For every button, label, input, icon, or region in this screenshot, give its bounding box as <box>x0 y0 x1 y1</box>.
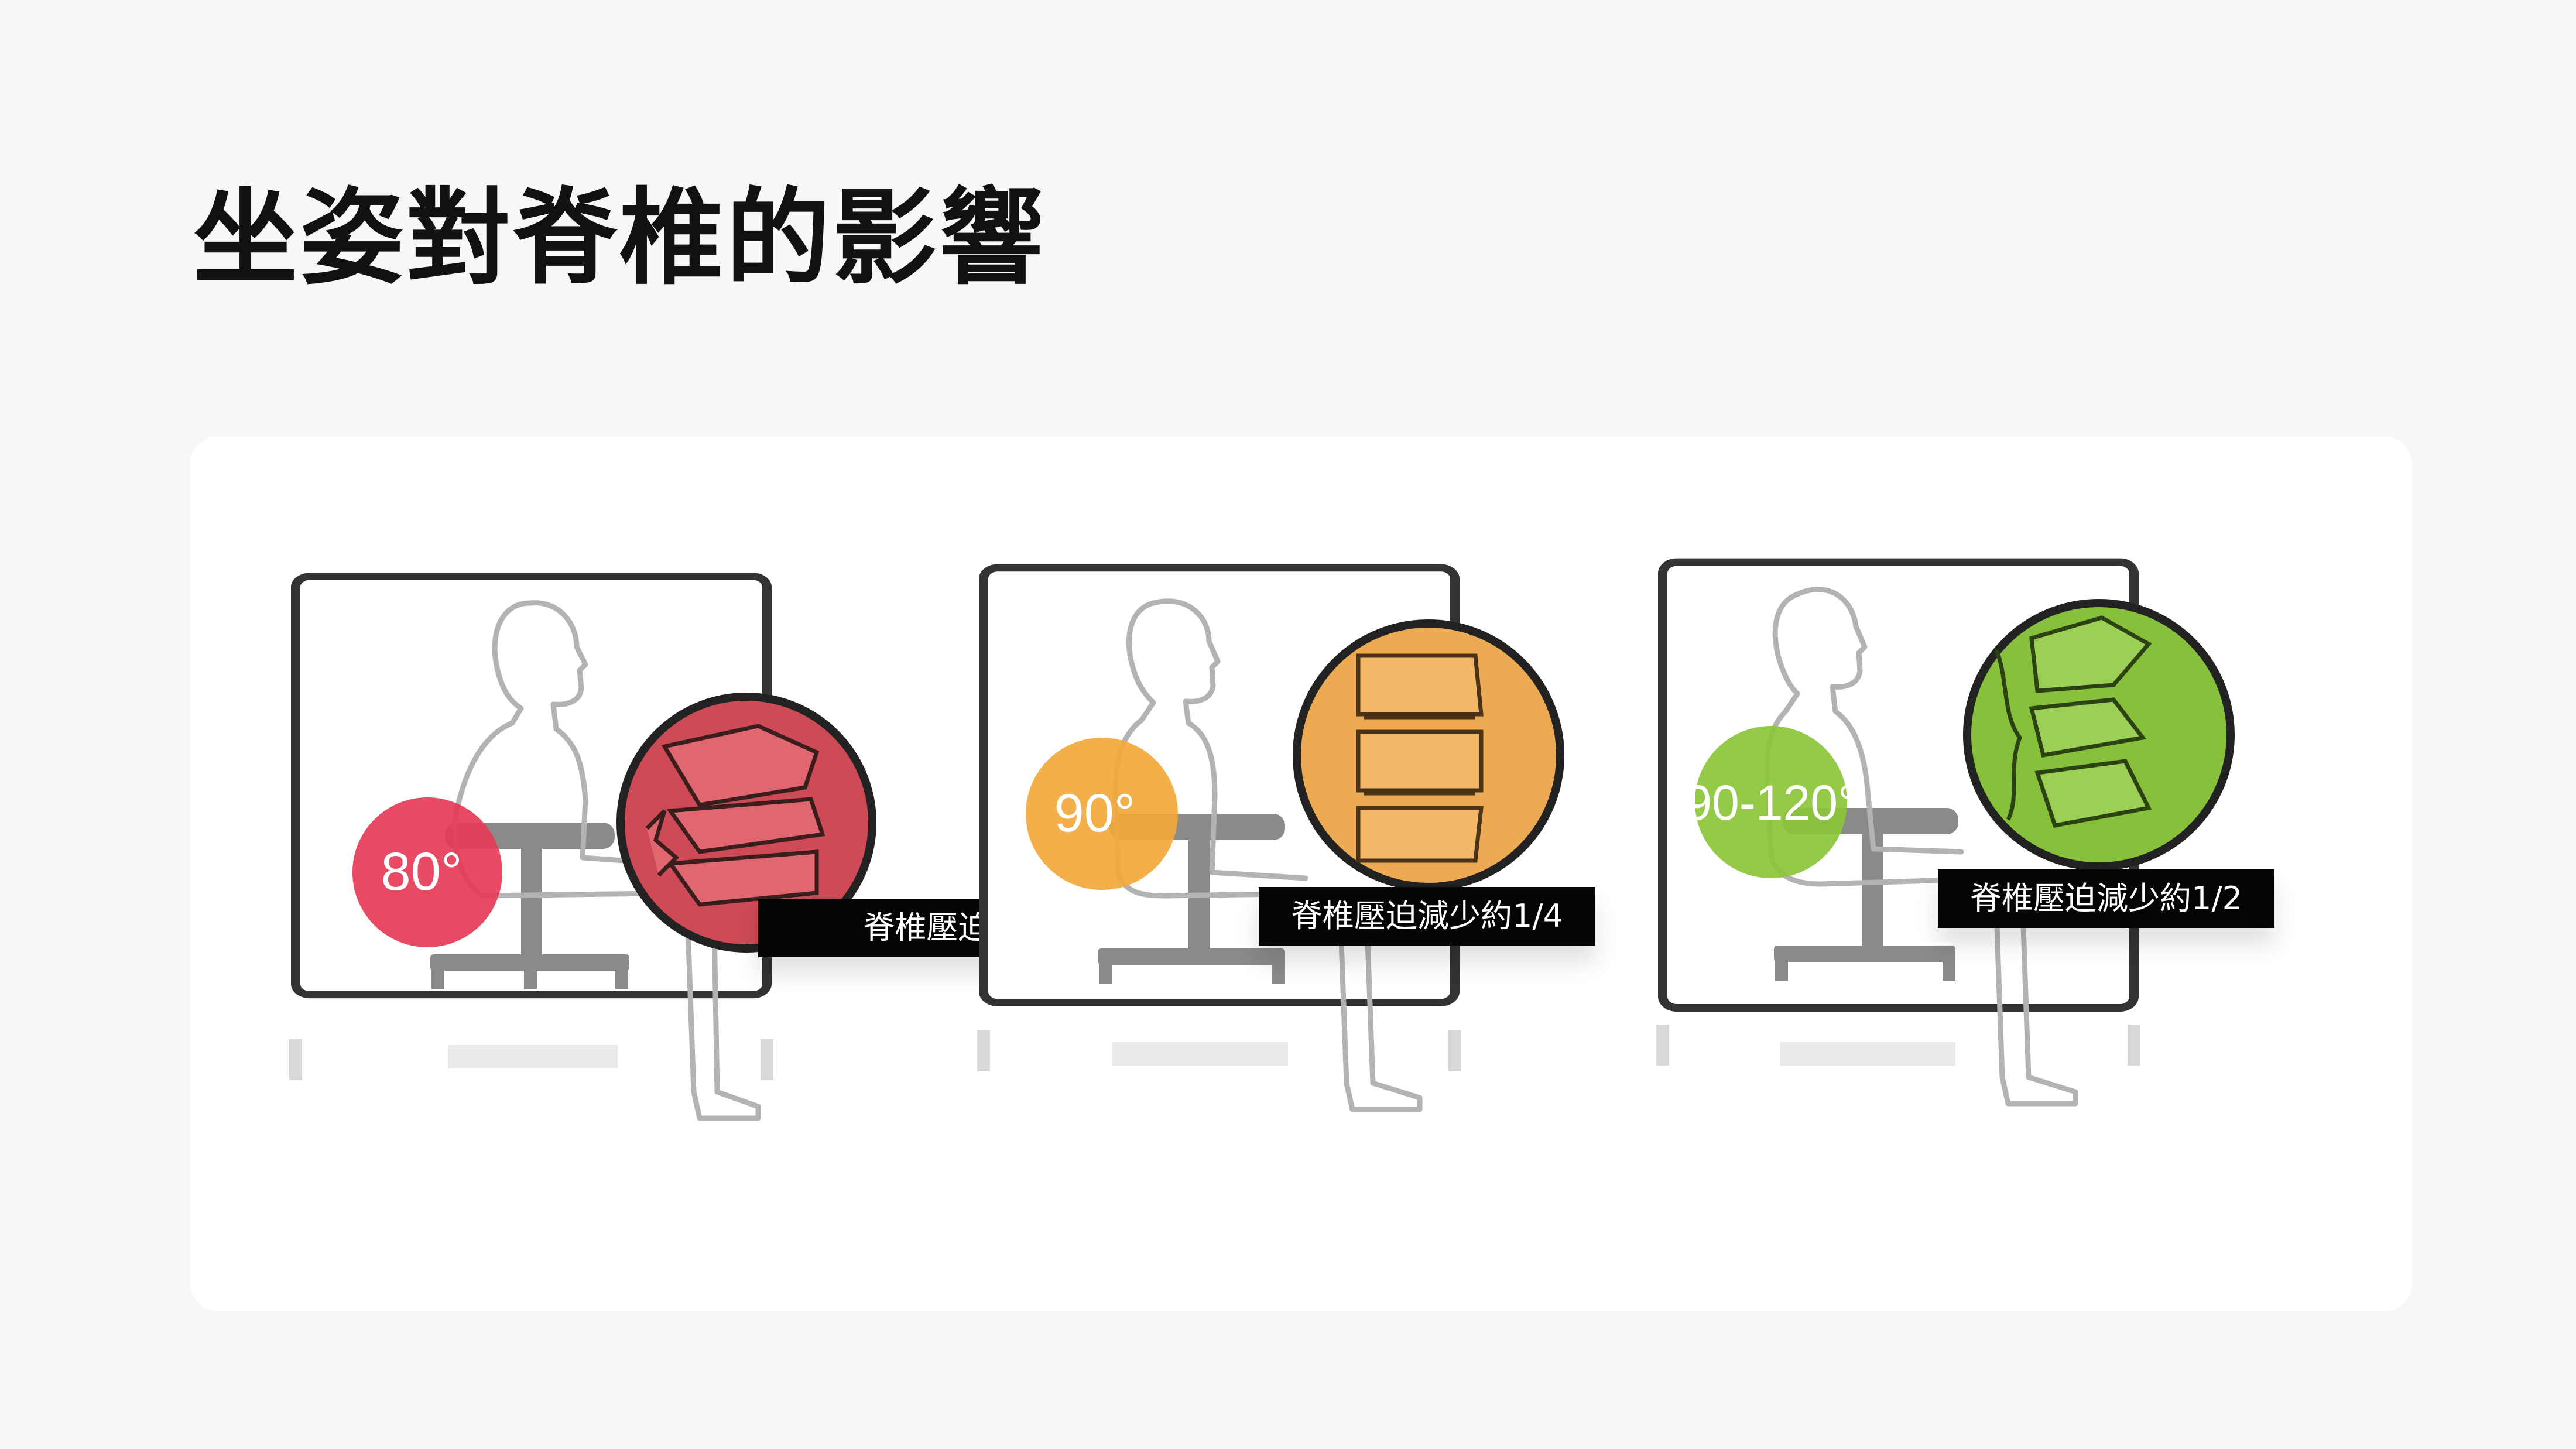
posture-panel-90-120: 90-120° 脊椎壓迫減少約1/2 <box>1656 558 2324 1229</box>
angle-label: 90° <box>1054 783 1135 843</box>
angle-label: 80° <box>381 842 462 902</box>
spine-vertebrae <box>645 724 825 907</box>
posture-illustration: 80° <box>289 573 876 1121</box>
posture-panel-80: 80° 脊椎壓迫 <box>289 573 1095 1244</box>
floor-reflection <box>289 1039 773 1080</box>
caption-label: 脊椎壓迫減少約1/4 <box>1259 887 1595 946</box>
posture-panel-90: 90° 脊椎壓迫減少約1/4 <box>977 564 1645 1235</box>
angle-badge <box>352 797 502 947</box>
floor-reflection <box>977 1030 1461 1071</box>
page-title: 坐姿對脊椎的影響 <box>193 177 1046 299</box>
spine-vertebrae <box>1356 653 1484 863</box>
spine-vertebrae <box>1994 615 2152 828</box>
floor-reflection <box>1656 1025 2140 1066</box>
caption-label: 脊椎壓迫減少約1/2 <box>1938 869 2274 928</box>
angle-label: 90-120° <box>1684 775 1857 830</box>
illustration-card: 80° 脊椎壓迫 <box>190 436 2412 1311</box>
angle-badge <box>1026 738 1178 890</box>
angle-badge <box>1695 726 1847 878</box>
